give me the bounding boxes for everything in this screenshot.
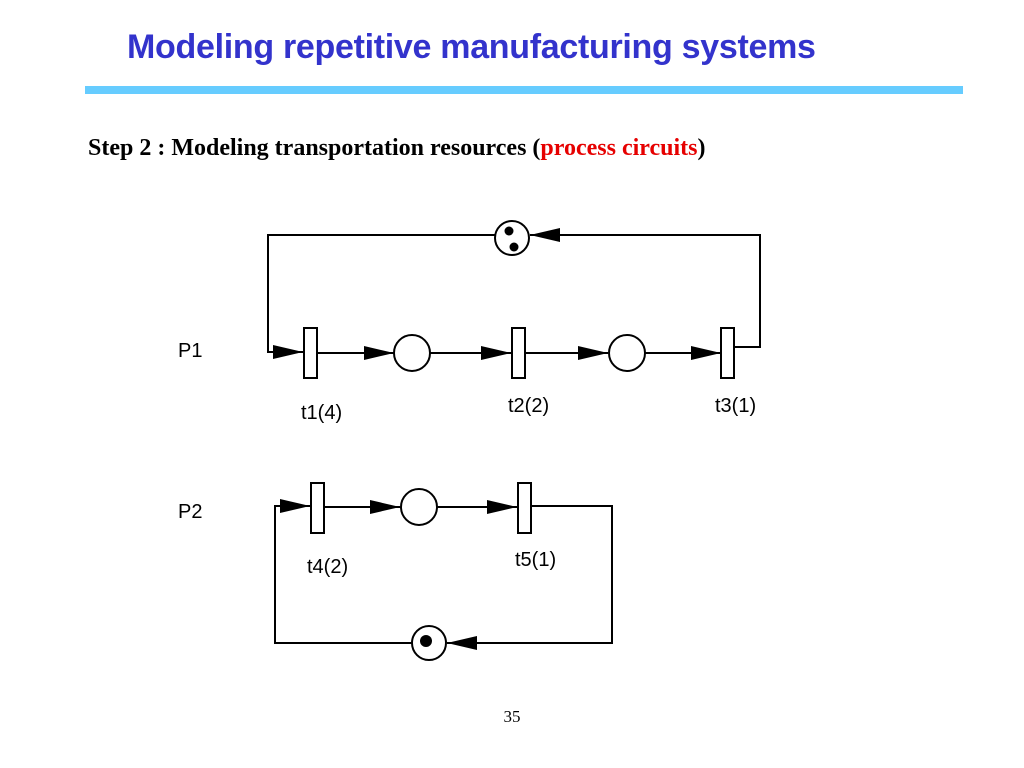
transition-label-t1: t1(4) (301, 402, 343, 424)
circuit-label-p2: P2 (178, 501, 203, 523)
p1-token (509, 242, 519, 252)
transition-t3 (720, 327, 735, 379)
transition-label-t4: t4(2) (307, 556, 349, 578)
title-underline (85, 86, 963, 94)
circuit-label-p1: P1 (178, 340, 203, 362)
circuit-p2 (274, 482, 613, 661)
slide-title: Modeling repetitive manufacturing system… (127, 28, 816, 66)
p2-token (420, 635, 432, 647)
step-heading-suffix: ) (697, 135, 706, 161)
p1-loop-arc (267, 234, 495, 359)
p1-return-arc (530, 228, 761, 348)
transition-label-t3: t3(1) (715, 395, 757, 417)
p1-place-1 (393, 334, 431, 372)
page-number: 35 (503, 707, 521, 726)
p1-resource-place (494, 220, 530, 256)
transition-label-t2: t2(2) (508, 395, 550, 417)
step-heading: Step 2 : Modeling transportation resourc… (88, 135, 706, 162)
p1-token (504, 226, 514, 236)
p2-place-1 (400, 488, 438, 526)
circuit-p1 (267, 220, 761, 379)
transition-label-t5: t5(1) (515, 549, 557, 571)
p1-place-2 (608, 334, 646, 372)
transition-t5 (517, 482, 532, 534)
p2-loop-arc (274, 499, 412, 644)
step-heading-highlight: process circuits (540, 135, 698, 161)
p2-return-arc (447, 505, 613, 650)
transition-t2 (511, 327, 526, 379)
transition-t1 (303, 327, 318, 379)
step-heading-prefix: Step 2 : Modeling transportation resourc… (88, 135, 541, 161)
transition-t4 (310, 482, 325, 534)
